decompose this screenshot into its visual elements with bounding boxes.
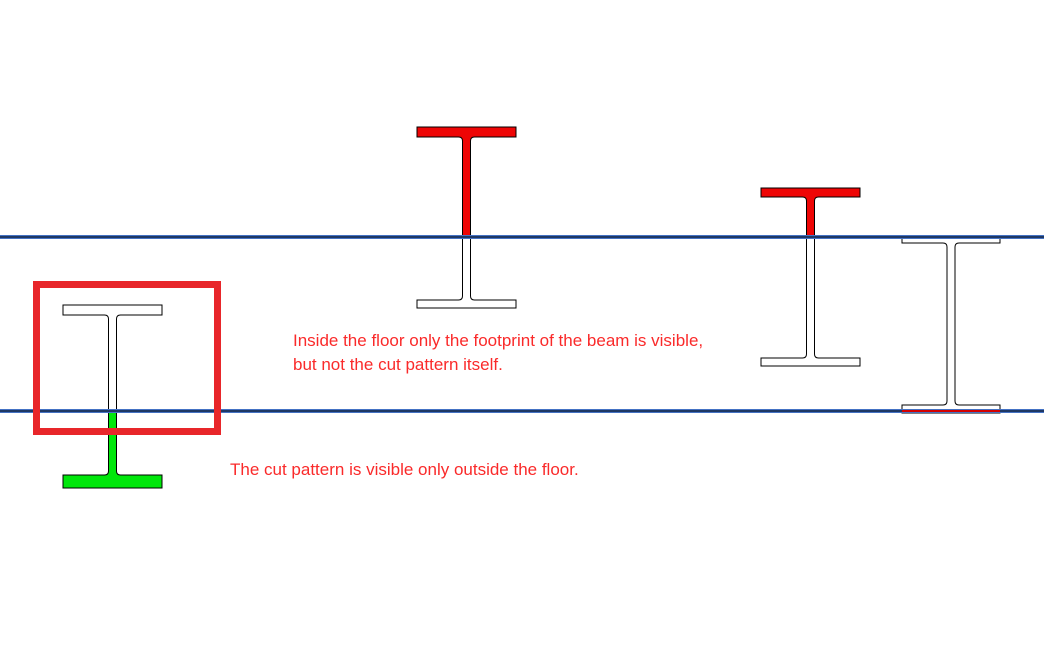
beam-inside-floor-section [760,236,861,367]
beam-red-section [416,126,517,238]
floor-bottom-line [0,409,1044,413]
beam-above-floor [416,126,517,309]
beam-footprint-line [902,410,1000,412]
floor-top-line [0,235,1044,239]
beam-cut-pattern-section [62,410,163,489]
beam-red-section [760,187,861,238]
beam-outline [901,235,1001,414]
beam-crossing-floor-top [760,187,861,367]
annotation-inside-floor: Inside the floor only the footprint of t… [293,331,704,374]
beam-inside-floor [901,235,1001,414]
selection-rectangle [33,281,221,435]
beam-inside-floor-section [416,236,517,309]
annotation-outside-floor: The cut pattern is visible only outside … [230,460,579,479]
